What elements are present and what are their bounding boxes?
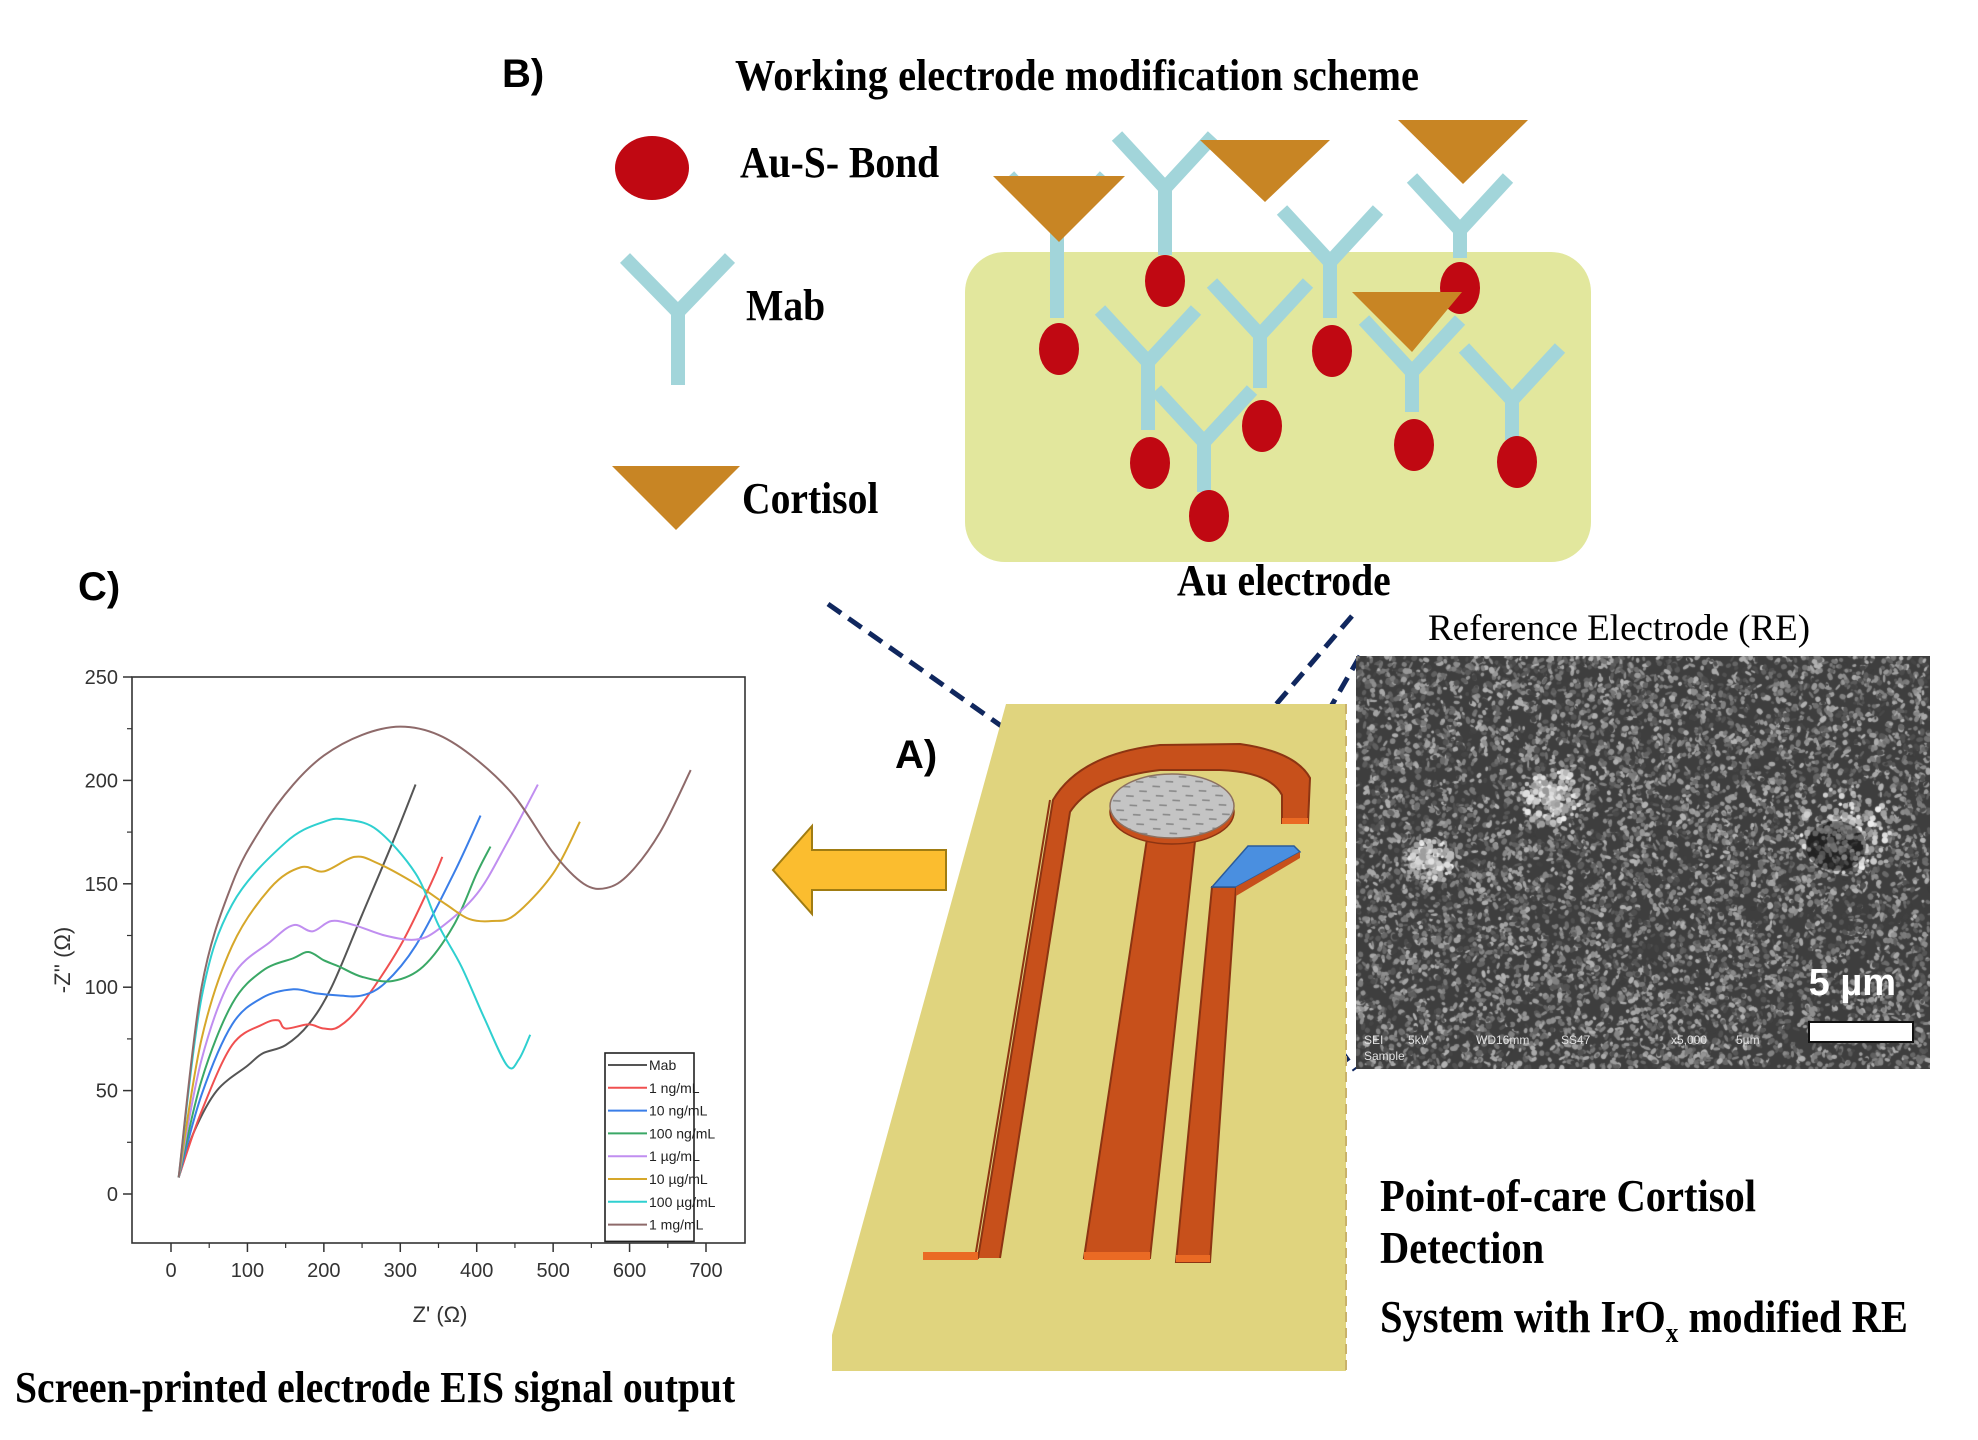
series-line-100-ng-ml [177, 846, 492, 1178]
antibody-icon [1111, 131, 1219, 255]
legend-entry: Mab [649, 1057, 676, 1073]
x-tick-label: 500 [536, 1260, 569, 1282]
x-tick-label: 700 [689, 1260, 722, 1282]
reference-electrode-pad [1176, 1255, 1210, 1262]
poc-caption-suffix: modified RE [1678, 1292, 1908, 1342]
series-line-10-ng-ml [177, 815, 482, 1178]
series-line-10-g-ml [177, 821, 581, 1178]
reference-electrode-title: Reference Electrode (RE) [1428, 608, 1811, 649]
legend-entry: 1 ng/mL [649, 1080, 700, 1096]
au-s-bond-icon [1130, 437, 1170, 489]
antibody-icon [1458, 343, 1566, 440]
series-line-1-mg-ml [177, 725, 692, 1178]
sem-spot-size: SS47 [1561, 1033, 1591, 1047]
legend-entry: 100 µg/mL [649, 1194, 716, 1210]
sem-micrograph: 5 µm SEI 5kV WD16mm SS47 x5,000 5µm Samp… [1356, 656, 1930, 1069]
sensor-substrate [832, 704, 1346, 1371]
y-tick-label: 200 [85, 770, 118, 792]
cortisol-molecule-icon [1398, 120, 1528, 184]
au-electrode-label: Au electrode [1177, 556, 1391, 605]
antibody-array [993, 120, 1566, 542]
sem-voltage: 5kV [1408, 1033, 1429, 1047]
counter-electrode-trace [923, 742, 1312, 1259]
antibody-icon [1150, 385, 1258, 492]
series-line-100-g-ml [177, 817, 532, 1178]
y-tick-label: 50 [96, 1081, 118, 1103]
legend-entry: 1 µg/mL [649, 1148, 700, 1164]
au-s-bond-icon [1039, 323, 1079, 375]
sem-scale-bar [1808, 1021, 1914, 1043]
cortisol-molecule-icon [1200, 140, 1330, 202]
working-electrode-disc [1109, 773, 1235, 839]
legend-entry: 1 mg/mL [649, 1217, 704, 1233]
series-line-1-ng-ml [177, 856, 444, 1178]
antibody-icon [1406, 173, 1514, 258]
antibody-icon [1358, 315, 1466, 412]
series-line-1-g-ml [177, 784, 539, 1178]
legend-entry: 10 ng/mL [649, 1103, 708, 1119]
iro2-reference-coating [1210, 845, 1302, 888]
scheme-title: Working electrode modification scheme [735, 51, 1419, 100]
x-tick-label: 200 [307, 1260, 340, 1282]
au-s-bond-icon [1145, 255, 1185, 307]
sem-magnification: x5,000 [1671, 1033, 1708, 1047]
legend-au-s-bond-label: Au-S- Bond [740, 138, 940, 187]
y-tick-label: 0 [107, 1184, 118, 1206]
y-tick-label: 100 [85, 977, 118, 999]
y-axis-title: -Z'' (Ω) [50, 927, 75, 993]
x-tick-label: 400 [460, 1260, 493, 1282]
legend-mab-label: Mab [746, 281, 826, 330]
working-electrode-pad [1084, 1252, 1150, 1260]
cortisol-legend-icon [612, 466, 740, 530]
au-s-bond-icon [1497, 436, 1537, 488]
chart-legend [604, 1052, 695, 1243]
poc-caption-line2: System with IrOx modified RE [1380, 1291, 1908, 1350]
panel-b-label: B) [502, 52, 545, 96]
mab-legend-icon [620, 253, 736, 385]
sem-sample: Sample [1364, 1049, 1405, 1063]
x-axis-title: Z' (Ω) [413, 1302, 468, 1327]
sem-scale-text: 5µm [1736, 1033, 1760, 1047]
antibody-icon [1094, 305, 1202, 430]
cortisol-molecule-icon [1352, 292, 1462, 352]
au-s-bond-icon [1242, 400, 1282, 452]
poc-caption-subscript: x [1665, 1318, 1679, 1349]
x-tick-label: 600 [613, 1260, 646, 1282]
cortisol-molecule-icon [993, 176, 1125, 242]
series-line-mab [177, 784, 417, 1178]
eis-nyquist-chart: 0 50 100 150 200 250 0 100 200 300 400 500 600 700 Ma… [50, 667, 746, 1327]
x-tick-label: 100 [231, 1260, 264, 1282]
sem-working-distance: WD16mm [1476, 1033, 1530, 1047]
x-tick-label: 0 [165, 1260, 176, 1282]
au-s-bond-icon [1312, 325, 1352, 377]
y-tick-label: 150 [85, 874, 118, 896]
au-s-bond-legend-icon [615, 136, 689, 200]
au-s-bond-icon [1189, 490, 1229, 542]
y-tick-label: 250 [85, 667, 118, 689]
sem-scale-label: 5 µm [1808, 962, 1896, 1004]
antibody-icon [1206, 278, 1314, 388]
antibody-icon [1276, 205, 1384, 318]
au-s-bond-icon [1394, 419, 1434, 471]
eis-caption: Screen-printed electrode EIS signal outp… [15, 1363, 736, 1412]
sem-detector: SEI [1364, 1033, 1384, 1047]
signal-output-arrow-icon [771, 823, 947, 917]
legend-entry: 100 ng/mL [649, 1125, 715, 1141]
x-tick-label: 300 [384, 1260, 417, 1282]
panel-a-label: A) [895, 733, 938, 777]
panel-c-label: C) [78, 565, 121, 609]
legend-entry: 10 µg/mL [649, 1171, 708, 1187]
counter-electrode-pad [923, 1252, 978, 1260]
legend-cortisol-label: Cortisol [742, 474, 879, 523]
poc-caption-line1: Point-of-care Cortisol Detection [1380, 1171, 1757, 1273]
poc-caption-prefix: System with IrO [1380, 1292, 1666, 1342]
